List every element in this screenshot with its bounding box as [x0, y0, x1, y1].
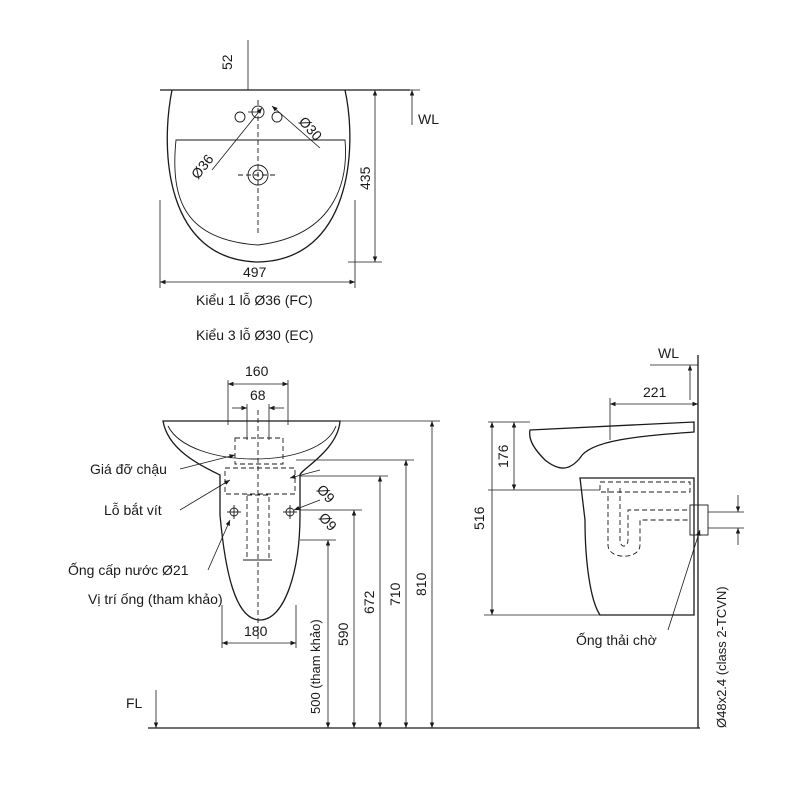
- basin-front-outline: [162, 420, 341, 621]
- screw-hole-left: [227, 505, 241, 519]
- label-bracket: Giá đỡ chậu: [90, 461, 167, 477]
- dim-516-label: 516: [471, 506, 487, 530]
- bracket-outline: [234, 437, 284, 465]
- p-trap: [607, 488, 690, 557]
- basin-bowl-top: [174, 139, 346, 246]
- top-view: 52 Ø36 Ø30 WL 435 497 Kiểu 1 lỗ Ø36 (FC)…: [159, 40, 439, 343]
- dim-590-label: 590: [335, 622, 351, 646]
- leader-drain: [667, 529, 701, 631]
- dim-d30-label: Ø30: [296, 113, 326, 144]
- dim-710-label: 710: [387, 582, 403, 606]
- leader-d9-bottom: [293, 499, 321, 511]
- tap-hole-right: [271, 111, 283, 123]
- pedestal-side: [579, 477, 695, 616]
- leader-bracket: [179, 454, 236, 470]
- leader-screw: [179, 479, 231, 511]
- dim-180-label: 180: [244, 623, 268, 639]
- wall-outlet: [689, 504, 709, 536]
- dim-672-label: 672: [361, 590, 377, 614]
- dim-176-label: 176: [495, 444, 511, 468]
- basin-outline-top: [166, 89, 351, 263]
- basin-front-bowl: [167, 425, 337, 460]
- dim-500-label: 500 (tham khảo): [308, 619, 323, 714]
- dim-d9-top-label: Ø9: [314, 481, 339, 506]
- basin-side-top: [529, 421, 695, 469]
- caption-type1: Kiểu 1 lỗ Ø36 (FC): [196, 292, 313, 308]
- dim-810-label: 810: [413, 572, 429, 596]
- bracket-lower: [224, 467, 296, 495]
- dim-d9-bottom-label: Ø9: [316, 509, 341, 534]
- dim-68-label: 68: [250, 387, 266, 403]
- tap-hole-left: [234, 111, 246, 123]
- p-trap-inner: [619, 488, 690, 547]
- leader-d9-top: [289, 469, 321, 479]
- side-view: WL 221 176 516 Ống thải chờ Ø48x2.4 (cla…: [471, 345, 744, 728]
- leader-d30: [271, 105, 321, 149]
- label-screw: Lỗ bắt vít: [104, 502, 162, 518]
- dim-497-label: 497: [243, 264, 267, 280]
- leader-d36: [211, 107, 263, 171]
- pipe-drain: [246, 494, 270, 561]
- label-drain: Ống thải chờ: [576, 631, 657, 648]
- caption-type3: Kiểu 3 lỗ Ø30 (EC): [196, 327, 314, 343]
- label-pipe: Ø48x2.4 (class 2-TCVN): [714, 586, 729, 728]
- dim-d36-label: Ø36: [188, 151, 217, 182]
- wl-label-top: WL: [418, 111, 439, 127]
- label-supply-1: Ống cấp nước Ø21: [68, 561, 189, 578]
- label-supply-2: Vị trí ống (tham khảo): [88, 591, 223, 607]
- front-view: 160 68 Giá đỡ chậu Lỗ bắt vít Ø9 Ø9 Ống …: [68, 363, 700, 729]
- leader-supply: [207, 519, 231, 571]
- dim-435-label: 435: [357, 166, 373, 190]
- wl-label-side: WL: [658, 345, 679, 361]
- trap-top: [599, 481, 691, 493]
- dim-160-label: 160: [245, 363, 269, 379]
- dim-221-label: 221: [643, 384, 667, 400]
- fl-label: FL: [126, 695, 143, 711]
- screw-hole-right: [283, 505, 297, 519]
- dim-52-label: 52: [219, 54, 235, 70]
